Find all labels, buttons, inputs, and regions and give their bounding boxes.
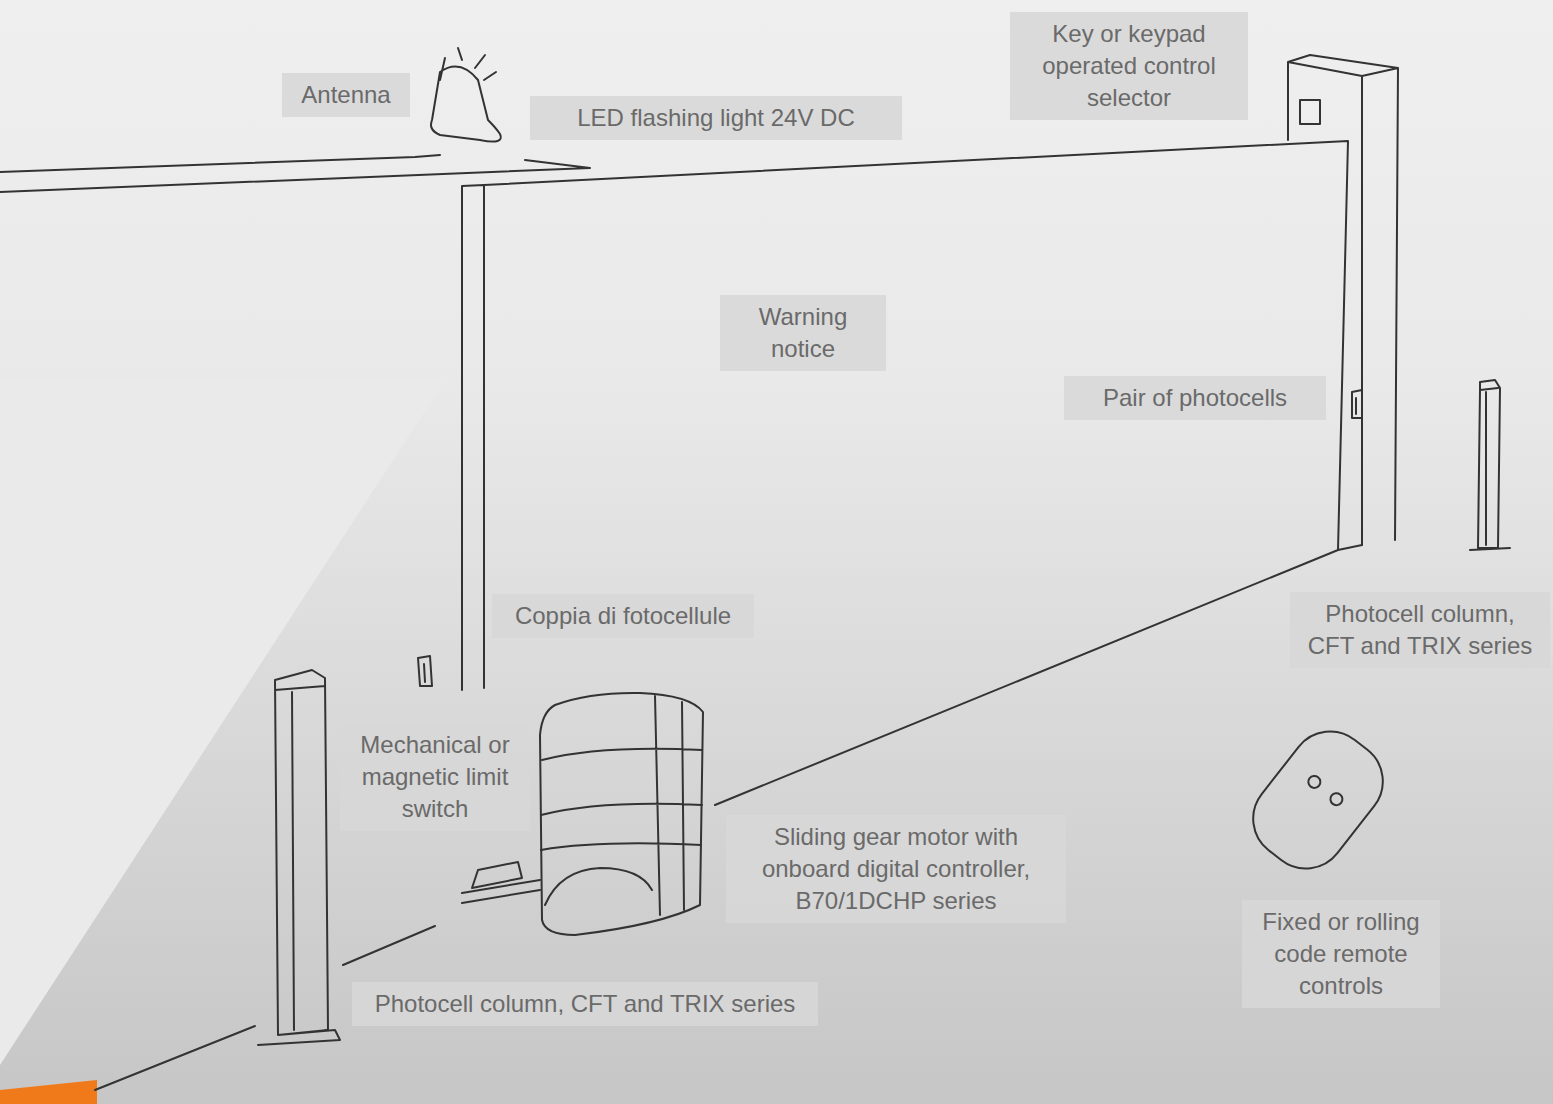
photocell xyxy=(418,656,432,686)
callout-label: Antenna xyxy=(282,73,410,117)
label-text: Key or keypad operated control selector xyxy=(1020,18,1238,114)
callout-label: Sliding gear motor with onboard digital … xyxy=(726,815,1066,923)
photocell-column xyxy=(1470,380,1510,550)
key-selector xyxy=(1300,100,1320,124)
callout-label: Fixed or rolling code remote controls xyxy=(1242,900,1440,1008)
label-text: Warning notice xyxy=(730,301,876,365)
label-text: Coppia di fotocellule xyxy=(502,600,744,632)
pillar xyxy=(1288,55,1398,545)
label-text: Mechanical or magnetic limit switch xyxy=(350,729,520,825)
label-text: LED flashing light 24V DC xyxy=(540,102,892,134)
gear-motor xyxy=(540,693,703,935)
label-text: Pair of photocells xyxy=(1074,382,1316,414)
callout-label: Pair of photocells xyxy=(1064,376,1326,420)
photocell-column xyxy=(258,670,340,1045)
callout-label: LED flashing light 24V DC xyxy=(530,96,902,140)
label-text: Photocell column, CFT and TRIX series xyxy=(362,988,808,1020)
label-text: Sliding gear motor with onboard digital … xyxy=(736,821,1056,917)
callout-label: Key or keypad operated control selector xyxy=(1010,12,1248,120)
photocell xyxy=(1352,390,1362,418)
callout-label: Photocell column, CFT and TRIX series xyxy=(352,982,818,1026)
remote-control xyxy=(1237,715,1399,884)
callout-label: Warning notice xyxy=(720,295,886,371)
gear-motor-detail xyxy=(541,696,702,915)
label-text: Antenna xyxy=(292,79,400,111)
callout-label: Coppia di fotocellule xyxy=(492,594,754,638)
wall xyxy=(0,155,590,192)
gate-leaf xyxy=(484,141,1362,805)
corner-mark xyxy=(0,1080,97,1104)
flashing-light xyxy=(431,58,501,142)
callout-label: Photocell column, CFT and TRIX series xyxy=(1290,592,1550,668)
light-rays xyxy=(458,48,496,80)
label-text: Photocell column, CFT and TRIX series xyxy=(1300,598,1540,662)
gate-post xyxy=(462,185,484,690)
label-text: Fixed or rolling code remote controls xyxy=(1252,906,1430,1002)
limit-switch xyxy=(462,862,540,903)
callout-label: Mechanical or magnetic limit switch xyxy=(340,723,530,831)
